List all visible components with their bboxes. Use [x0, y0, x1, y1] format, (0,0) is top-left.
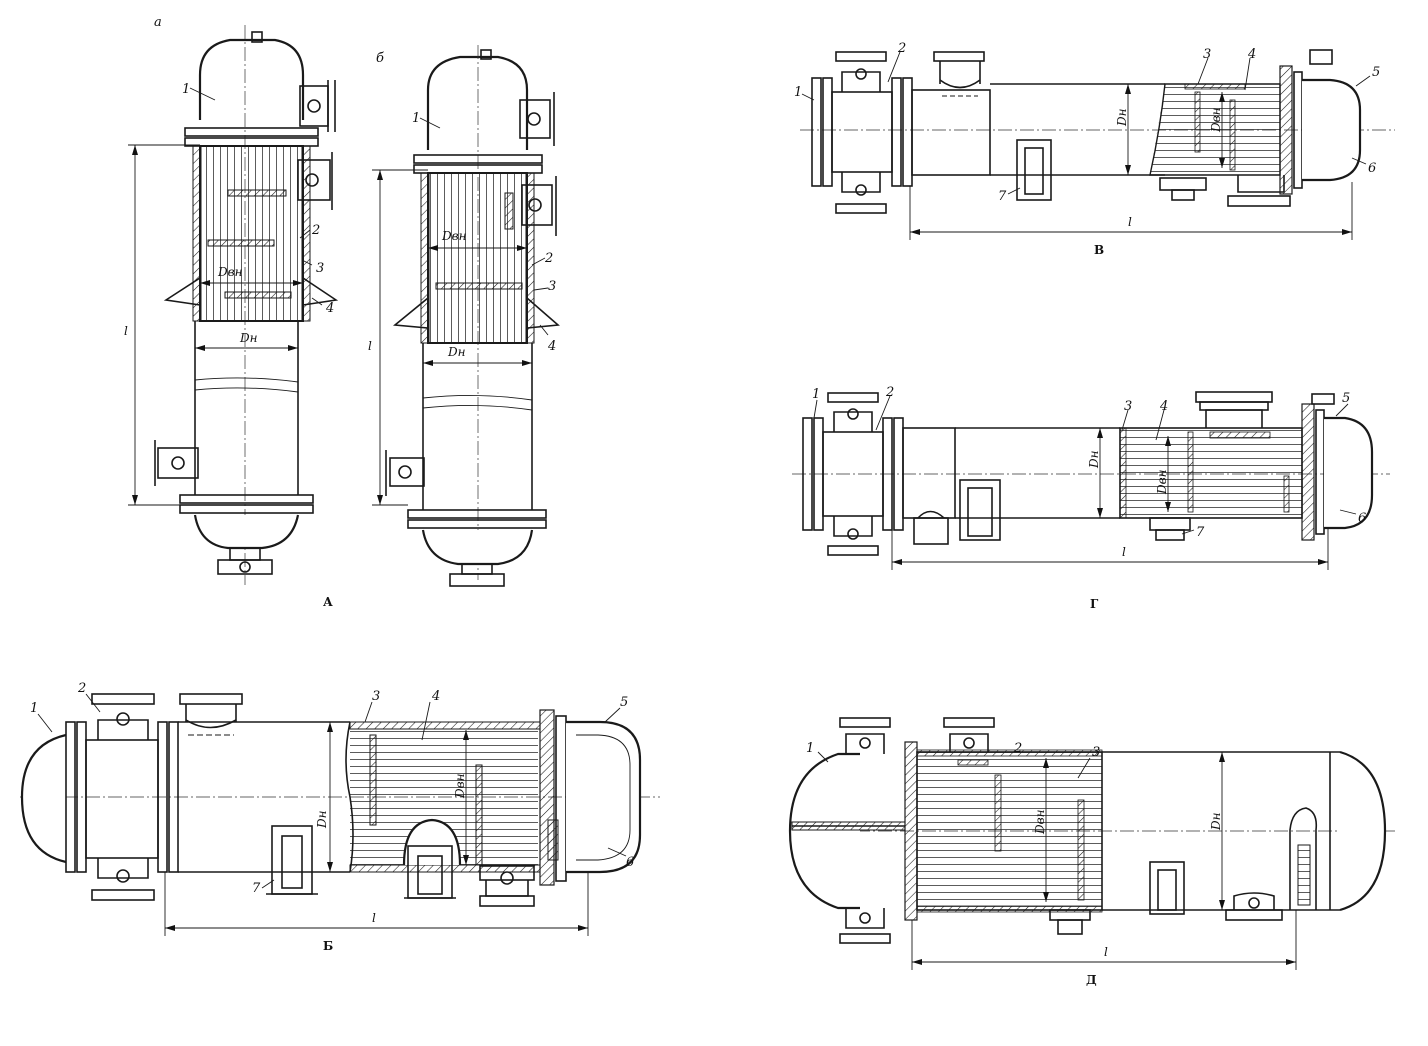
dim-outer-v: Dн [1115, 108, 1129, 127]
part-label-b-3: 3 [548, 279, 556, 294]
part-label-bb-2: 2 [77, 681, 86, 696]
caption-figure-g: Г [1090, 597, 1099, 611]
dim-length-a: l [124, 324, 128, 338]
part-label-g-7: 7 [1196, 525, 1205, 540]
dim-inner-a: Dвн [217, 265, 243, 279]
part-label-bb-1: 1 [30, 701, 38, 716]
dim-inner-bb: Dвн [453, 773, 467, 799]
dim-outer-bb: Dн [315, 810, 329, 829]
caption-figure-v: В [1094, 243, 1104, 257]
part-label-v-2: 2 [897, 41, 906, 56]
part-label-g-6: 6 [1358, 511, 1366, 526]
part-label-d-1: 1 [806, 741, 814, 756]
subfigure-a-label: а [154, 15, 162, 30]
dim-length-bb: l [372, 911, 376, 925]
dim-inner-d: Dвн [1033, 809, 1047, 835]
dim-length-b: l [368, 339, 372, 353]
part-label-g-2: 2 [885, 385, 894, 400]
dim-inner-v: Dвн [1209, 107, 1223, 133]
part-label-g-4: 4 [1159, 399, 1168, 414]
dim-inner-b: Dвн [441, 229, 467, 243]
part-label-b-2: 2 [544, 251, 553, 266]
dim-length-v: l [1128, 215, 1132, 229]
part-label-d-2: 2 [1013, 741, 1022, 756]
caption-figure-d: Д [1086, 973, 1097, 987]
subfigure-b-label: б [376, 51, 384, 66]
part-label-a-2: 2 [311, 223, 320, 238]
caption-figure-b: Б [323, 939, 333, 953]
part-label-g-1: 1 [812, 387, 820, 402]
dim-outer-g: Dн [1087, 450, 1101, 469]
dim-length-d: l [1104, 945, 1108, 959]
caption-figure-a: А [323, 595, 333, 609]
dim-inner-g: Dвн [1155, 469, 1169, 495]
part-label-a-3: 3 [316, 261, 324, 276]
part-label-v-3: 3 [1203, 47, 1211, 62]
vertical-exchanger-a: а 1 2 3 4 l Dн Dвн [124, 15, 339, 585]
part-label-d-3: 3 [1092, 745, 1100, 760]
vertical-exchanger-b: б 1 2 3 4 l Dн Dвн [368, 45, 560, 587]
dim-outer-b: Dн [447, 345, 466, 359]
part-label-v-5: 5 [1372, 65, 1380, 80]
part-label-g-5: 5 [1342, 391, 1350, 406]
dim-length-g: l [1122, 545, 1126, 559]
part-label-bb-3: 3 [372, 689, 380, 704]
part-label-bb-6: 6 [626, 855, 634, 870]
figure-a: а 1 2 3 4 l Dн Dвн [124, 15, 560, 609]
part-label-a-4: 4 [325, 301, 334, 316]
part-label-g-3: 3 [1124, 399, 1132, 414]
figure-b: 1 2 3 4 5 6 7 l Dн Dвн Б [20, 681, 660, 953]
part-label-b-4: 4 [547, 339, 556, 354]
part-label-a-1: 1 [182, 82, 190, 97]
part-label-bb-4: 4 [431, 689, 440, 704]
part-label-bb-5: 5 [620, 695, 628, 710]
dim-outer-a: Dн [239, 331, 258, 345]
figure-g: 1 2 3 4 5 6 7 l Dн Dвн Г [792, 385, 1390, 611]
figure-v: 1 2 3 4 5 6 7 l Dн Dвн В [794, 41, 1395, 257]
part-label-v-6: 6 [1368, 161, 1376, 176]
part-label-v-1: 1 [794, 85, 802, 100]
part-label-bb-7: 7 [252, 881, 261, 896]
figure-d: 1 2 3 l Dн Dвн Д [788, 717, 1395, 987]
part-label-v-7: 7 [998, 189, 1007, 204]
part-label-v-4: 4 [1247, 47, 1256, 62]
part-label-b-1: 1 [412, 111, 420, 126]
dim-outer-d: Dн [1209, 812, 1223, 831]
